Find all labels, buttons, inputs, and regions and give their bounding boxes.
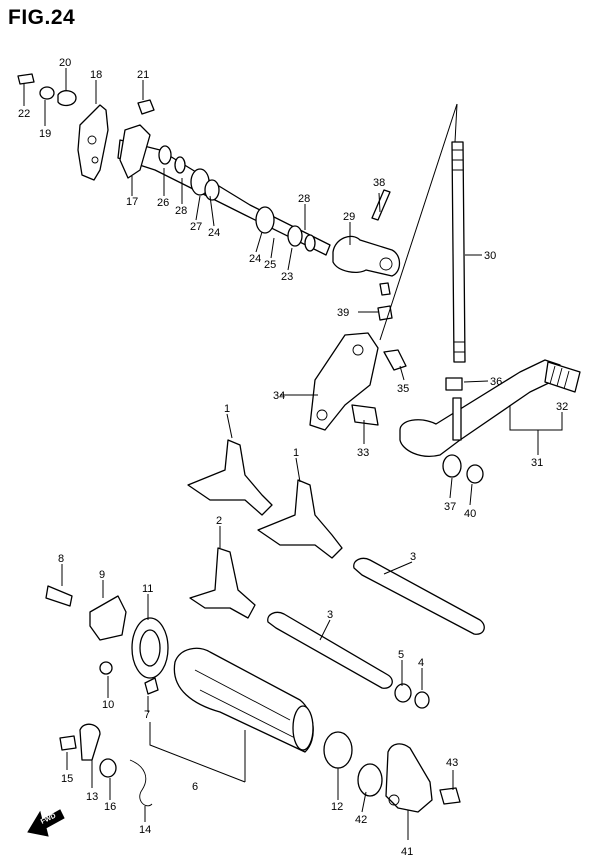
callout: 29	[343, 211, 355, 223]
callout: 2	[216, 515, 222, 527]
callout: 33	[357, 447, 369, 459]
callout: 7	[144, 709, 150, 721]
callout: 3	[327, 609, 333, 621]
callout: 40	[464, 508, 476, 520]
callout: 42	[355, 814, 367, 826]
callout: 8	[58, 553, 64, 565]
callout: 24	[249, 253, 261, 265]
callout: 15	[61, 773, 73, 785]
callout: 17	[126, 196, 138, 208]
shift-fork-shafts	[267, 557, 485, 709]
callout: 37	[444, 501, 456, 513]
callout: 13	[86, 791, 98, 803]
callout: 18	[90, 69, 102, 81]
gearshift-cam-drum	[45, 585, 383, 797]
shift-forks	[187, 439, 343, 619]
callout: 5	[398, 649, 404, 661]
gearshift-lever	[399, 359, 581, 484]
callout: 21	[137, 69, 149, 81]
figure-title: FIG.24	[8, 6, 76, 29]
callout: 3	[410, 551, 416, 563]
callout: 38	[373, 177, 385, 189]
callout: 32	[556, 401, 568, 413]
callout: 26	[157, 197, 169, 209]
callout: 9	[99, 569, 105, 581]
callout: 34	[273, 390, 285, 402]
leader-lines	[23, 68, 563, 840]
callout: 20	[59, 57, 71, 69]
callout: 35	[397, 383, 409, 395]
callout-labels: 1 1 2 3 3 4 5 6 7 8 9 10 11 12 13 14 15 …	[18, 57, 568, 858]
callout: 39	[337, 307, 349, 319]
gearshift-shaft-assembly	[17, 73, 331, 256]
callout: 41	[401, 846, 413, 858]
callout: 28	[175, 205, 187, 217]
callout: 30	[484, 250, 496, 262]
callout: 6	[192, 781, 198, 793]
gearshift-link-rod	[451, 141, 466, 363]
callout: 1	[293, 447, 299, 459]
callout: 14	[139, 824, 151, 836]
callout: 19	[39, 128, 51, 140]
callout: 12	[331, 801, 343, 813]
callout: 10	[102, 699, 114, 711]
callout: 36	[490, 376, 502, 388]
callout: 27	[190, 221, 202, 233]
gearshift-stopper	[59, 723, 461, 813]
callout: 24	[208, 227, 220, 239]
callout: 22	[18, 108, 30, 120]
callout: 43	[446, 757, 458, 769]
callout: 4	[418, 657, 424, 669]
shift-lever-clamp	[332, 189, 401, 321]
callout: 1	[224, 403, 230, 415]
lever-bracket	[309, 332, 407, 431]
callout: 23	[281, 271, 293, 283]
forward-arrow-icon: FWD	[27, 809, 65, 837]
callout: 28	[298, 193, 310, 205]
callout: 16	[104, 801, 116, 813]
callout: 25	[264, 259, 276, 271]
callout: 11	[142, 583, 153, 595]
callout: 31	[531, 457, 543, 469]
